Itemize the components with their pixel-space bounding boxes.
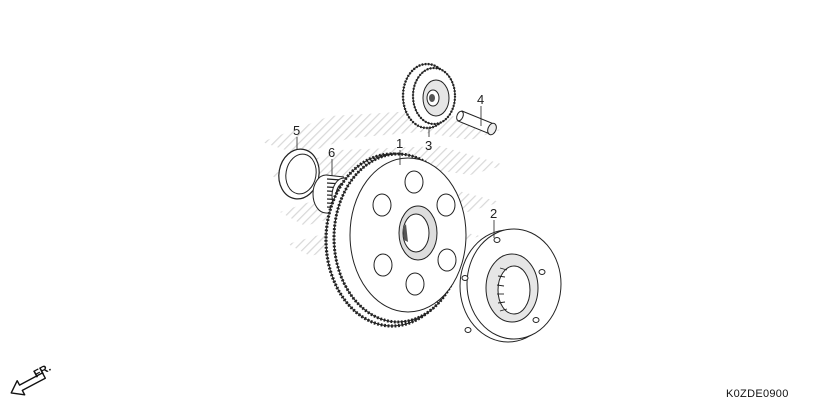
one-way-clutch [459, 228, 562, 343]
callout-1: 1 [396, 136, 403, 151]
front-direction-label: FR. [32, 362, 53, 381]
reduction-gear [401, 62, 457, 130]
thin-washer [278, 148, 320, 200]
callout-5: 5 [293, 123, 300, 138]
callout-leaders [296, 106, 495, 238]
callout-2: 2 [490, 206, 497, 221]
starter-driven-gear [324, 152, 467, 328]
diagram-code: K0ZDE0900 [726, 388, 789, 400]
shaft-pin [456, 110, 497, 136]
front-arrow-icon [10, 372, 47, 396]
callout-4: 4 [477, 92, 484, 107]
callout-3: 3 [425, 138, 432, 153]
callout-6: 6 [328, 145, 335, 160]
